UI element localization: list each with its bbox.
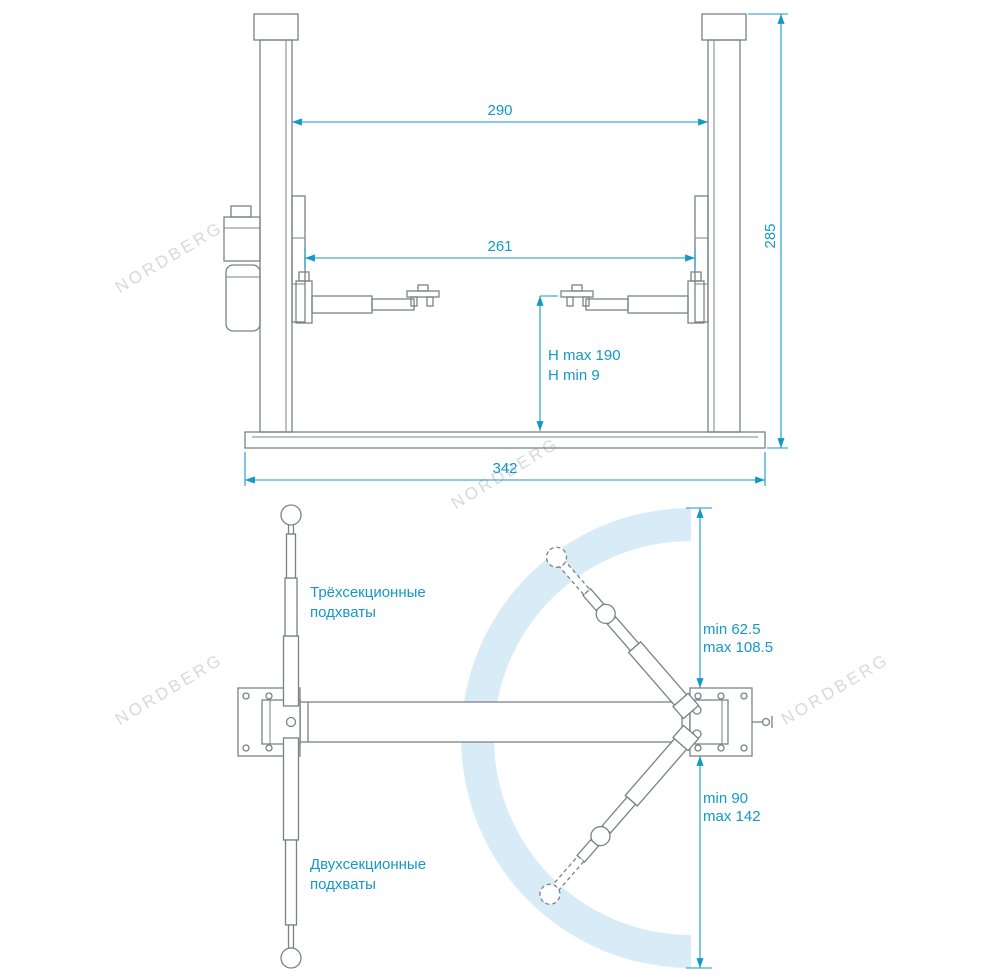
arm-type-labels: Трёхсекционные подхваты Двухсекционные п… <box>310 584 426 893</box>
two-section-arm <box>280 737 302 969</box>
dim-pad-height: H max 190 H min 9 <box>536 295 621 431</box>
three-section-arm <box>280 504 302 707</box>
swing-arm-lower <box>539 724 700 905</box>
two-section-label-line1: Двухсекционные <box>310 856 426 873</box>
right-carriage <box>694 195 709 323</box>
dim-base-width: 342 <box>244 452 766 486</box>
dim-pad-height-max-label: H max 190 <box>548 347 621 364</box>
two-section-label-line2: подхваты <box>310 876 376 893</box>
dim-upper-swing-range: min 62.5 max 108.5 <box>686 507 773 688</box>
dim-lower-swing-range: min 90 max 142 <box>686 756 761 969</box>
three-section-label-line1: Трёхсекционные <box>310 584 426 601</box>
front-view: 290 261 285 342 H max 190 H m <box>223 13 788 486</box>
lower-range-min-label: min 90 <box>703 790 748 807</box>
dim-arm-span: 261 <box>304 238 696 268</box>
right-column-base <box>689 687 773 757</box>
dim-inner-width-label: 290 <box>487 102 512 119</box>
pickup-pad-extended <box>539 883 561 905</box>
dim-total-height-label: 285 <box>762 223 779 248</box>
dim-inner-width: 290 <box>292 102 708 126</box>
left-lift-arm <box>295 271 440 324</box>
dim-arm-span-label: 261 <box>487 238 512 255</box>
lower-range-max-label: max 142 <box>703 808 761 825</box>
dim-base-width-label: 342 <box>492 460 517 477</box>
cross-beam <box>299 701 691 743</box>
dim-total-height: 285 <box>748 13 788 449</box>
pickup-pad <box>280 947 302 969</box>
upper-range-max-label: max 108.5 <box>703 639 773 656</box>
motor-unit <box>223 205 261 332</box>
floor-base-plate <box>244 431 766 449</box>
three-section-label-line2: подхваты <box>310 604 376 621</box>
pickup-pad-extended <box>545 546 568 568</box>
swing-arm-upper <box>545 546 700 720</box>
dim-pad-height-min-label: H min 9 <box>548 367 600 384</box>
pickup-pad <box>280 504 302 526</box>
left-carriage <box>291 195 306 323</box>
nordberg-watermark: NORDBERG <box>112 218 227 297</box>
upper-range-min-label: min 62.5 <box>703 621 761 638</box>
right-lift-arm <box>560 271 705 324</box>
nordberg-watermark: NORDBERG <box>778 650 893 729</box>
plan-view: min 62.5 max 108.5 min 90 max 142 Трёхсе… <box>237 504 773 969</box>
swing-range-arc <box>461 508 691 968</box>
nordberg-watermark: NORDBERG <box>112 650 227 729</box>
